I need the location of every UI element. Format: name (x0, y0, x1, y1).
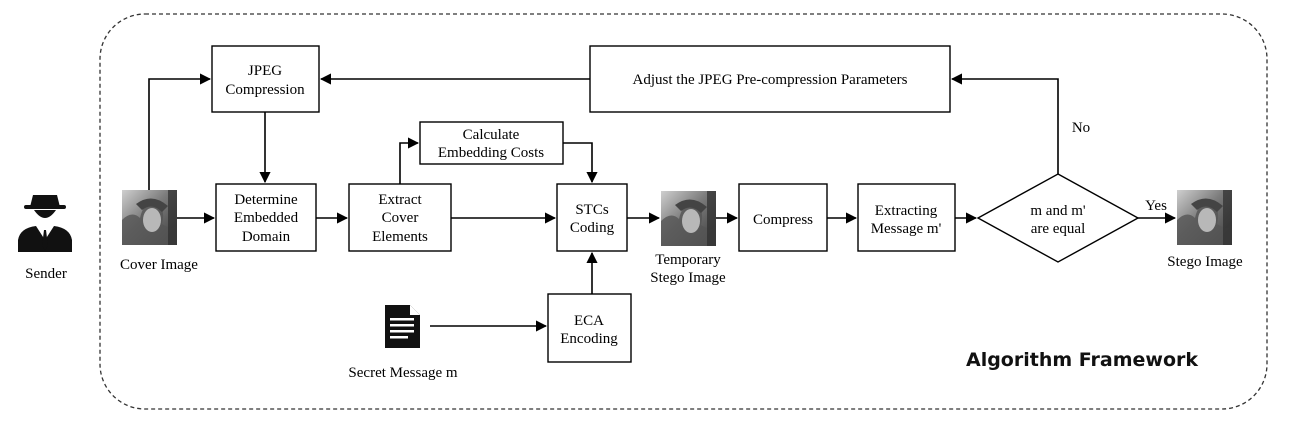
determine-domain-line-3: Domain (242, 229, 291, 245)
determine-domain-line-1: Determine (234, 192, 298, 208)
adjust-parameters-box (589, 45, 951, 113)
extract-message-line-2: Message m' (871, 221, 942, 237)
eca-encoding-line-1: ECA (574, 313, 604, 329)
sender-icon (18, 195, 72, 252)
document-icon (385, 305, 420, 348)
compress-label: Compress (753, 212, 813, 228)
jpeg-compression-line-1: JPEG (248, 63, 282, 79)
cover-image (122, 190, 177, 245)
framework-title: Algorithm Framework (966, 349, 1198, 371)
determine-domain-box (215, 183, 317, 252)
sender-label: Sender (25, 266, 67, 282)
temporary-stego-line-1: Temporary (655, 252, 721, 268)
stego-image (1177, 190, 1232, 245)
calculate-costs-line-1: Calculate (463, 127, 520, 143)
extract-elements-line-3: Elements (372, 229, 428, 245)
decision-line-2: are equal (1031, 221, 1086, 237)
stego-image-label: Stego Image (1167, 254, 1243, 270)
adjust-parameters-label: Adjust the JPEG Pre-compression Paramete… (633, 72, 908, 88)
extract-elements-line-2: Cover (382, 210, 419, 226)
decision-line-1: m and m' (1030, 203, 1085, 219)
extract-message-box (857, 183, 956, 252)
jpeg-compression-line-2: Compression (225, 82, 305, 98)
extract-elements-box (348, 183, 452, 252)
eca-encoding-box (547, 293, 632, 363)
calculate-costs-box (419, 121, 564, 165)
decision-yes-label: Yes (1145, 198, 1167, 214)
stc-coding-line-2: Coding (570, 220, 615, 236)
eca-encoding-line-2: Encoding (560, 331, 618, 347)
decision-no-label: No (1072, 120, 1090, 136)
cover-image-label: Cover Image (120, 257, 198, 273)
stc-coding-line-1: STCs (575, 202, 609, 218)
connectors (148, 73, 1177, 332)
extract-elements-line-1: Extract (378, 192, 422, 208)
decision-diamond (976, 173, 1140, 263)
extract-message-line-1: Extracting (875, 203, 938, 219)
framework-border (99, 13, 1268, 410)
jpeg-compression-box (211, 45, 320, 113)
calculate-costs-line-2: Embedding Costs (438, 145, 544, 161)
temporary-stego-line-2: Stego Image (650, 270, 726, 286)
secret-message-label: Secret Message m (348, 365, 457, 381)
determine-domain-line-2: Embedded (234, 210, 299, 226)
temporary-stego-image (661, 191, 716, 246)
compress-box (738, 183, 828, 252)
